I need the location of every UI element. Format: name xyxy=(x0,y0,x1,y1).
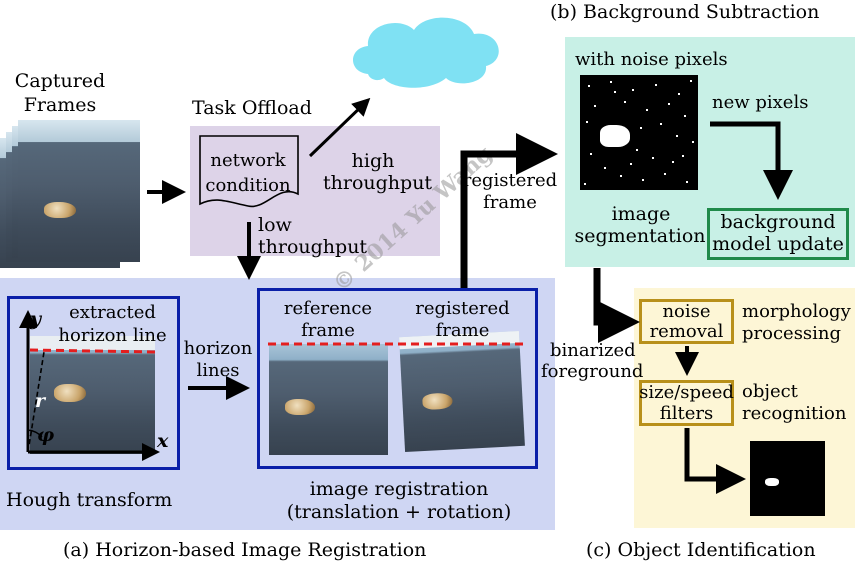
hough-x-axis-label: x xyxy=(157,430,169,452)
arrow-new-pixels xyxy=(710,121,793,200)
image-registration-box xyxy=(257,288,538,469)
high-throughput-line1: high xyxy=(351,150,395,172)
noise-pixels-label: with noise pixels xyxy=(575,49,728,70)
network-condition-line1: network xyxy=(210,150,286,171)
new-pixels-label: new pixels xyxy=(712,92,809,113)
captured-frames-label-line2: Frames xyxy=(23,94,97,116)
network-condition-line2: condition xyxy=(205,175,291,196)
noise-removal-line2: removal xyxy=(649,321,724,342)
hough-phi-arc xyxy=(27,429,43,438)
binarized-foreground-line2: foreground xyxy=(541,361,644,382)
low-throughput-line2: throughput xyxy=(258,236,368,258)
binarized-foreground-line1: binarized xyxy=(550,340,636,361)
registered-frame-label-line1: registered xyxy=(415,298,510,319)
low-throughput-line1: low xyxy=(258,214,292,236)
captured-frames-stack xyxy=(0,118,140,268)
hough-transform-label: Hough transform xyxy=(6,489,173,511)
task-offload-title: Task Offload xyxy=(192,97,312,119)
object-recognition-line1: object xyxy=(742,381,798,402)
noise-removal-line1: noise xyxy=(662,301,711,322)
image-segmentation-line2: segmentation xyxy=(574,225,706,247)
extracted-horizon-line2: horizon line xyxy=(58,325,167,346)
background-model-update-box xyxy=(707,208,849,260)
reference-frame-image xyxy=(269,344,388,455)
registered-frame-label-line2: frame xyxy=(435,320,490,341)
reference-frame-line1: reference xyxy=(283,298,373,319)
hough-horizon-line xyxy=(29,348,157,354)
hough-r-line xyxy=(27,351,45,453)
hough-frame-image xyxy=(30,336,155,454)
hough-r-label: r xyxy=(35,390,46,412)
image-registration-line1: image registration xyxy=(309,478,489,500)
arrow-filters-to-mask xyxy=(684,428,746,494)
hough-transform-box xyxy=(7,296,180,470)
object-identification-caption: (c) Object Identification xyxy=(586,539,816,561)
image-registration-line2: (translation + rotation) xyxy=(286,501,512,523)
hough-phi-label: φ xyxy=(37,424,55,446)
size-speed-filters-line1: size/speed xyxy=(639,382,734,403)
noise-removal-box xyxy=(639,299,734,344)
arrow-binarized-foreground xyxy=(593,268,640,343)
morphology-processing-line1: morphology xyxy=(742,301,851,322)
network-condition-doc-icon xyxy=(199,135,299,208)
arrow-registered-frame xyxy=(460,133,558,288)
image-segmentation-line1: image xyxy=(611,203,671,225)
registration-caption: (a) Horizon-based Image Registration xyxy=(63,539,427,561)
registered-frame-line1: registered xyxy=(462,170,558,191)
background-model-update-line2: model update xyxy=(712,233,844,255)
registered-frame-line2: frame xyxy=(483,192,537,213)
background-subtraction-title: (b) Background Subtraction xyxy=(550,1,820,23)
horizon-lines-line2: lines xyxy=(196,360,240,381)
high-throughput-line2: throughput xyxy=(323,172,433,194)
size-speed-filters-line2: filters xyxy=(659,403,714,424)
cloud-shape xyxy=(353,17,499,88)
background-model-update-line1: background xyxy=(720,211,836,233)
arrow-offload-to-cloud xyxy=(308,97,371,158)
noisy-segmentation-image xyxy=(580,75,698,190)
horizon-lines-line1: horizon xyxy=(183,338,253,359)
reference-frame-line2: frame xyxy=(301,320,355,341)
final-object-mask-image xyxy=(750,441,825,516)
captured-frames-label-line1: Captured xyxy=(14,70,106,92)
task-offload-panel xyxy=(190,126,440,256)
object-recognition-line2: recognition xyxy=(742,403,847,424)
morphology-processing-line2: processing xyxy=(742,323,842,344)
size-speed-filters-box xyxy=(639,380,734,426)
extracted-horizon-line1: extracted xyxy=(69,302,156,323)
